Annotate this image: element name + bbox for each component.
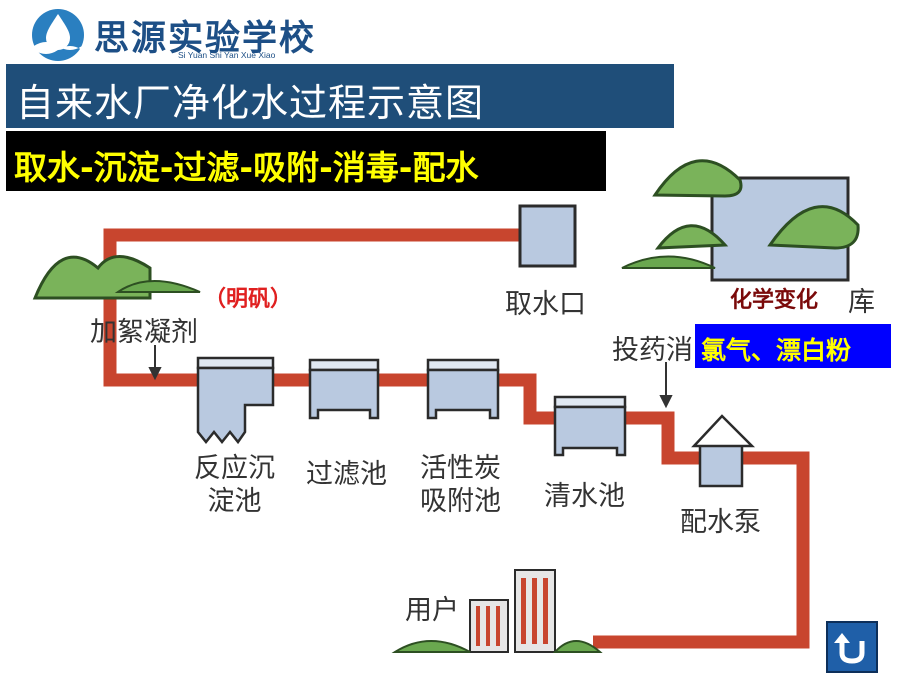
coagulant-label: 加絮凝剂 bbox=[90, 317, 198, 348]
user-buildings-icon bbox=[391, 569, 603, 653]
page-title: 自来水厂净化水过程示意图 bbox=[16, 81, 485, 125]
reaction-tank-label: 反应沉 淀池 bbox=[194, 453, 275, 517]
users-label: 用户 bbox=[405, 595, 459, 626]
pump-house-icon bbox=[691, 414, 756, 488]
coagulant-arrow-icon bbox=[148, 345, 162, 381]
clear-tank-icon bbox=[553, 395, 627, 457]
filter-tank-label: 过滤池 bbox=[306, 459, 387, 490]
steps-text: 取水-沉淀-过滤-吸附-消毒-配水 bbox=[14, 148, 479, 187]
school-name: 思源实验学校 bbox=[94, 18, 317, 59]
intake-label: 取水口 bbox=[505, 289, 586, 320]
title-banner bbox=[6, 64, 674, 128]
carbon-tank-label: 活性炭 吸附池 bbox=[420, 453, 501, 517]
school-name-pinyin: Si Yuan Shi Yan Xue Xiao bbox=[178, 50, 276, 60]
school-logo-icon bbox=[32, 9, 84, 61]
chlorine-box bbox=[695, 324, 891, 368]
chlorine-label: 氯气、漂白粉 bbox=[701, 336, 852, 365]
carbon-tank-icon bbox=[426, 358, 500, 420]
chemical-change-label: 化学变化 bbox=[730, 288, 819, 313]
disinfectant-arrow-icon bbox=[659, 362, 673, 409]
disinfectant-label: 投药消 bbox=[612, 335, 693, 366]
pump-label: 配水泵 bbox=[680, 507, 761, 538]
reaction-tank-icon bbox=[196, 356, 275, 445]
back-button[interactable] bbox=[826, 621, 878, 673]
hills-left-icon bbox=[32, 255, 201, 300]
reservoir-icon bbox=[621, 159, 860, 282]
clear-tank-label: 清水池 bbox=[544, 481, 625, 512]
steps-banner bbox=[6, 131, 606, 191]
alum-label: （明矾） bbox=[204, 287, 293, 312]
filter-tank-icon bbox=[308, 358, 380, 420]
reservoir-label: 库 bbox=[848, 287, 875, 318]
return-arrow-icon bbox=[834, 633, 865, 664]
intake-box bbox=[518, 204, 577, 268]
